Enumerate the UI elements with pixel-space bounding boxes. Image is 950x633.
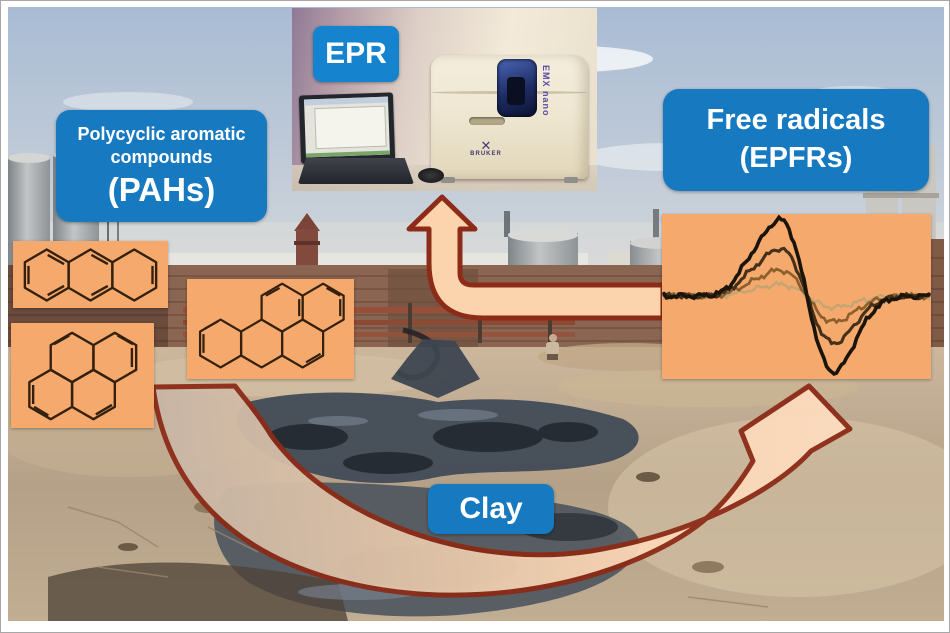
pyrene-structure [27, 331, 137, 420]
instrument-foot [564, 177, 578, 183]
laptop [298, 92, 416, 186]
epr-label: EPR [325, 37, 387, 70]
epr-spectra-plot [662, 214, 931, 376]
instrument-model-badge: EMX nano [541, 65, 551, 117]
instrument-foot [441, 177, 455, 183]
person [546, 334, 559, 360]
laptop-keyboard [298, 158, 414, 184]
instrument-window [497, 59, 537, 117]
molecule-benzo-a-pyrene [187, 279, 354, 379]
computer-mouse [418, 168, 444, 183]
software-titlebar [303, 96, 389, 106]
epr-spectrometer: EMX nano ✕ BRUKER [431, 55, 588, 183]
free-radicals-label-box: Free radicals (EPFRs) [663, 89, 929, 191]
bruker-logo-text: BRUKER [470, 151, 502, 157]
free-radicals-line1: Free radicals [706, 104, 886, 137]
benzo-a-pyrene-structure [198, 282, 345, 369]
molecule-pyrene [11, 323, 154, 428]
epr-spectra-panel [662, 214, 931, 379]
brick-tower [294, 213, 320, 273]
pahs-label-box: Polycyclic aromatic compounds (PAHs) [56, 110, 267, 222]
laptop-screen [298, 92, 396, 164]
sample-slot [469, 117, 505, 125]
bruker-logo-mark: ✕ [480, 138, 492, 153]
pahs-acronym: (PAHs) [107, 171, 216, 209]
trace-1-strongest [662, 214, 931, 376]
epr-label-box: EPR [313, 26, 399, 82]
clay-label-box: Clay [428, 484, 554, 534]
pahs-line2: compounds [110, 146, 213, 167]
software-taskbar [305, 150, 390, 158]
software-plot-area [314, 105, 387, 150]
epr-instrument-photo: EMX nano ✕ BRUKER EPR [292, 8, 597, 191]
free-radicals-line2: (EPFRs) [739, 142, 853, 174]
clay-label: Clay [459, 492, 523, 525]
anthracene-structure [23, 247, 158, 302]
instrument-lens [507, 77, 525, 105]
bruker-logo: ✕ BRUKER [431, 138, 541, 157]
epr-software-window [303, 96, 390, 158]
pahs-line1: Polycyclic aromatic [77, 124, 246, 145]
molecule-anthracene [13, 241, 168, 308]
